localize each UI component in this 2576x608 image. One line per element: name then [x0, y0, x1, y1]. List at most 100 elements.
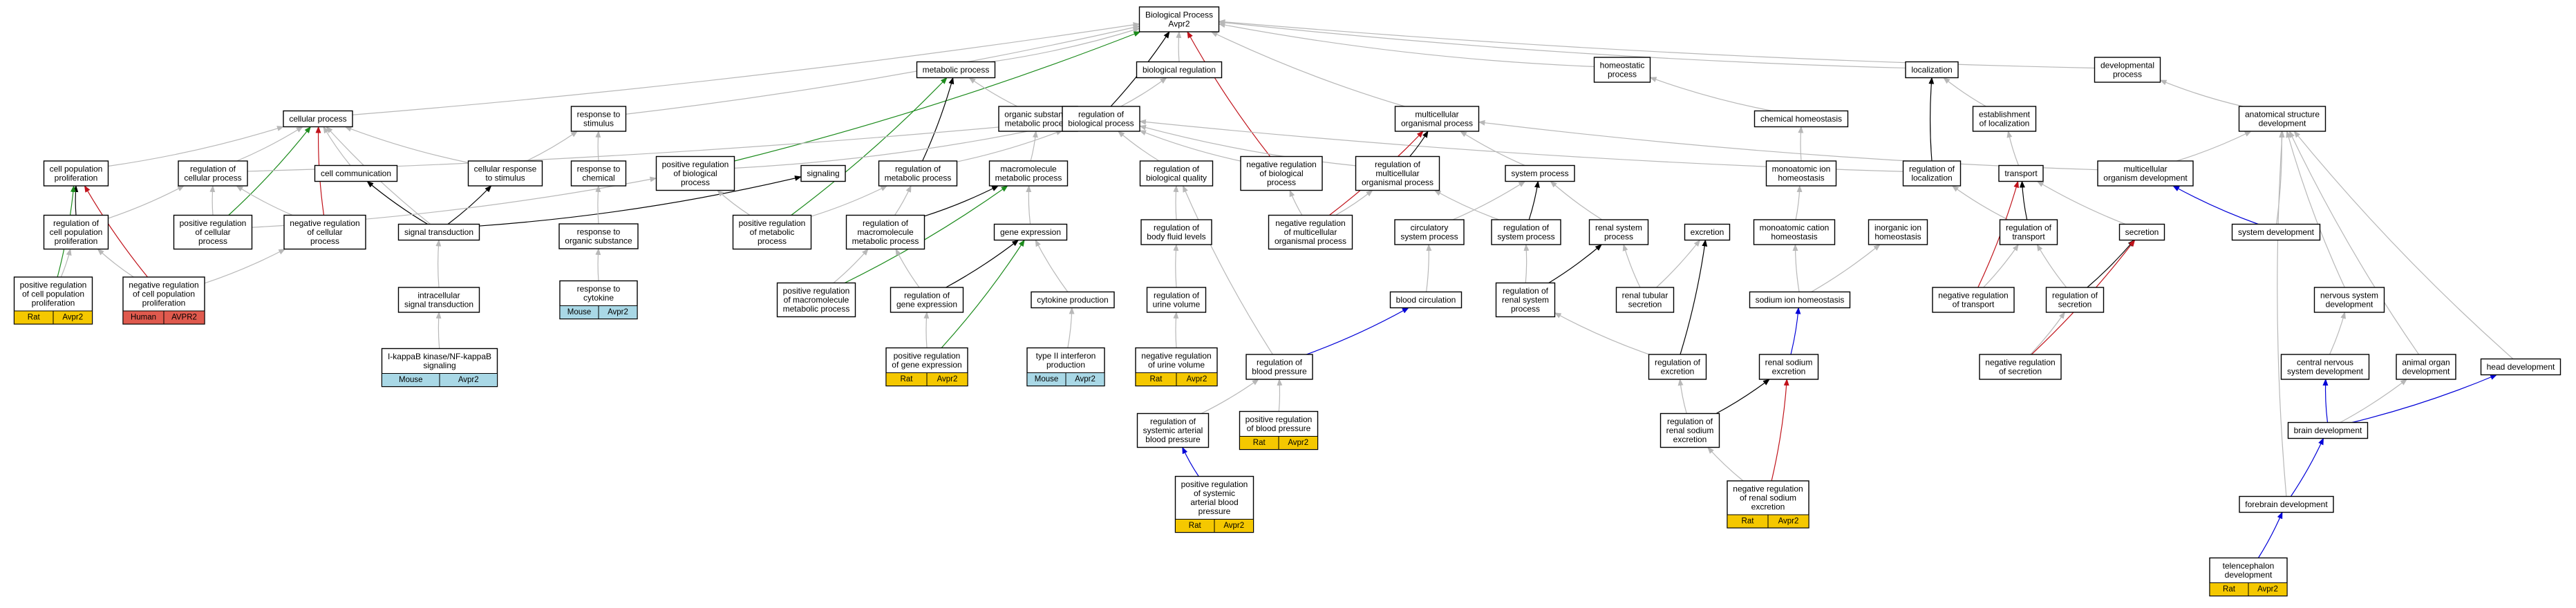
go-term-label: system process [1497, 232, 1554, 242]
go-term-braindev[interactable]: brain development [2287, 421, 2369, 439]
go-term-cytoprod[interactable]: cytokine production [1031, 291, 1115, 309]
go-term-signaling[interactable]: signaling [800, 164, 846, 182]
go-term-metab[interactable]: metabolic process [916, 61, 996, 79]
edge-regulates [2290, 437, 2324, 497]
go-term-cellproc[interactable]: cellular process [283, 110, 353, 128]
edge-part-of [366, 180, 429, 225]
go-term-secretion[interactable]: secretion [2118, 223, 2165, 241]
go-term-excretion[interactable]: excretion [1684, 223, 1731, 241]
go-term-box [178, 160, 248, 187]
go-term-loc[interactable]: localization [1905, 61, 1959, 79]
go-term-box [732, 214, 812, 250]
go-term-cellcomm[interactable]: cell communication [314, 164, 398, 182]
gene-tag-cell [1278, 436, 1318, 450]
go-term-label: nervous system [2320, 291, 2378, 301]
go-term-box [2238, 106, 2326, 132]
go-term-transport[interactable]: transport [1998, 164, 2044, 182]
go-term-box [1615, 287, 1675, 313]
go-term-forebrain[interactable]: forebrain development [2239, 495, 2334, 513]
species-tag: Rat [2223, 585, 2236, 593]
edge-part-of [2019, 180, 2028, 220]
go-term-box [1758, 354, 1819, 380]
go-term-bloodcirc[interactable]: blood circulation [1389, 291, 1463, 309]
go-term-label: development [2326, 300, 2373, 310]
go-term-sysdev[interactable]: system development [2231, 223, 2321, 241]
go-term-chemhomeo[interactable]: chemical homeostasis [1754, 110, 1849, 128]
go-term-headdev[interactable]: head development [2480, 358, 2561, 376]
edge-is-a [108, 185, 185, 219]
go-term-sysproc[interactable]: system process [1505, 164, 1575, 182]
go-term-sodiumhomeo[interactable]: sodium ion homeostasis [1749, 291, 1851, 309]
go-term-label: biological process [1068, 119, 1134, 129]
go-term-label: pressure [1198, 506, 1231, 516]
go-term-sigtrans[interactable]: signal transduction [397, 223, 480, 241]
go-term-geneexpr[interactable]: gene expression [993, 223, 1068, 241]
go-term-bioreg[interactable]: biological regulation [1136, 61, 1223, 79]
edge-part-of [73, 185, 79, 216]
